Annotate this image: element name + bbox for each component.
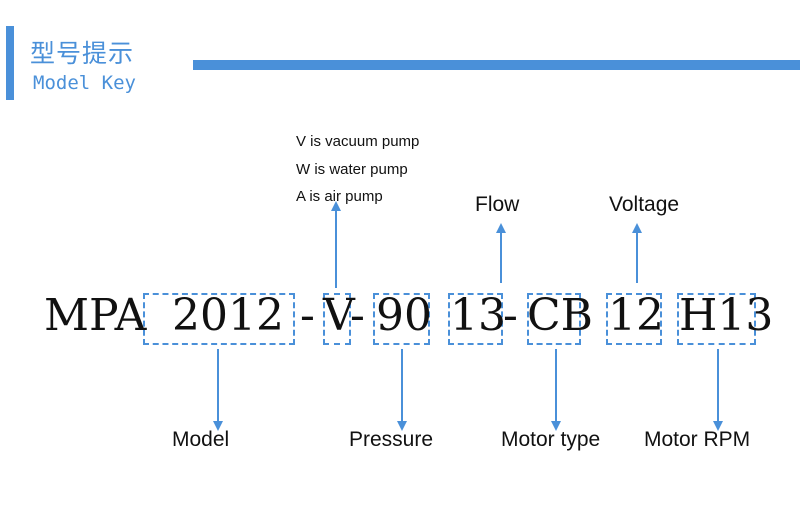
segment-box-voltage [606, 293, 662, 345]
header-accent-bar [6, 26, 14, 100]
segment-box-rpm [677, 293, 756, 345]
segment-box-type [323, 293, 351, 345]
code-motor-type: CB [527, 290, 593, 341]
code-prefix: MPA [44, 290, 147, 341]
label-voltage: Voltage [609, 193, 680, 216]
label-pressure: Pressure [349, 428, 434, 451]
segment-box-flow [448, 293, 503, 345]
label-flow: Flow [475, 193, 520, 216]
code-type-letter: V [323, 290, 355, 341]
code-dash: - [350, 290, 365, 341]
page-title: 型号提示 [30, 39, 135, 68]
segment-box-pressure [373, 293, 430, 345]
header-divider [193, 60, 800, 70]
label-model: Model [172, 428, 230, 451]
code-rpm: H13 [679, 290, 774, 341]
label-motor-rpm: Motor RPM [644, 428, 751, 451]
note-water: W is water pump [296, 161, 408, 178]
label-motor-type: Motor type [501, 428, 601, 451]
code-model: 2012 [172, 290, 284, 341]
code-flow: 13 [450, 290, 506, 341]
segment-box-model [143, 293, 295, 345]
code-pressure: 90 [376, 290, 432, 341]
note-air: A is air pump [296, 188, 383, 205]
segment-box-motor-type [527, 293, 581, 345]
code-dash: - [503, 290, 518, 341]
code-voltage: 12 [608, 290, 664, 341]
code-dash: - [300, 290, 315, 341]
page-subtitle: Model Key [33, 72, 136, 94]
note-vacuum: V is vacuum pump [296, 133, 420, 150]
